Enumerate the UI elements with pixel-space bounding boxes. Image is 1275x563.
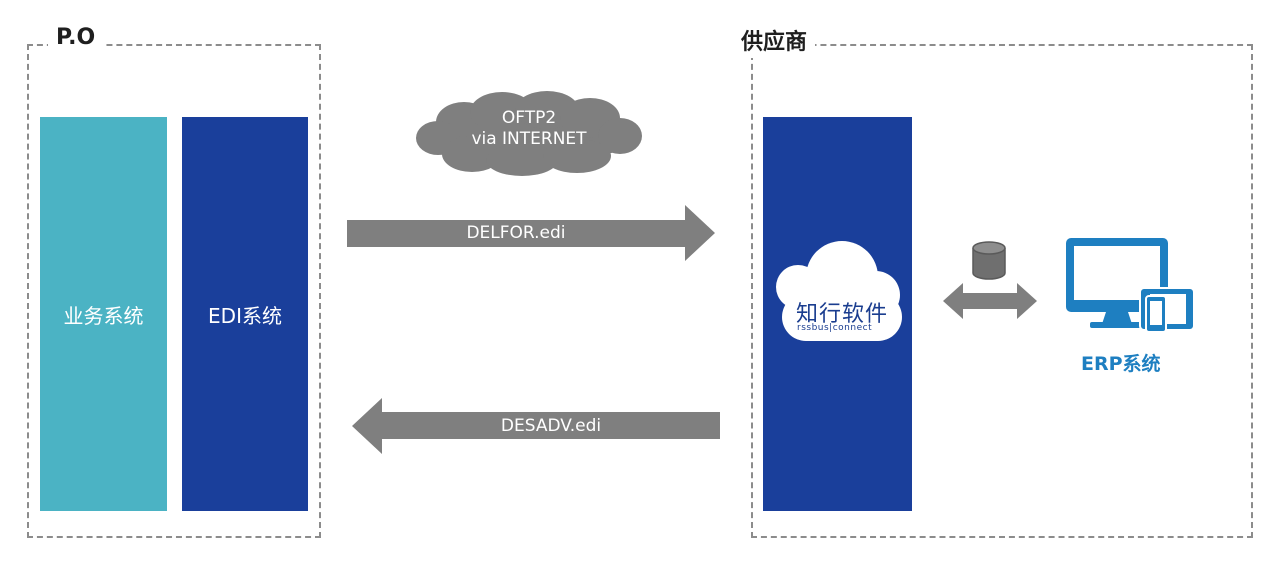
cloud-label-line1: OFTP2 xyxy=(501,108,557,128)
delfor-arrow-label: DELFOR.edi xyxy=(466,223,566,243)
cloud-label-line2: via INTERNET xyxy=(471,129,587,149)
edi-system-label: EDI系统 xyxy=(208,303,282,328)
cloud-icon xyxy=(416,91,642,176)
business-system-label: 业务系统 xyxy=(63,303,144,328)
devices-icon xyxy=(1066,238,1195,333)
desadv-arrow-label: DESADV.edi xyxy=(500,416,602,436)
brand-name-en: rssbus|connect xyxy=(797,323,873,333)
po-group-box xyxy=(27,44,321,538)
edi-system-block: EDI系统 xyxy=(182,117,308,511)
supplier-group-label: 供应商 xyxy=(733,28,816,58)
erp-label: ERP系统 xyxy=(1081,353,1161,375)
business-system-block: 业务系统 xyxy=(40,117,167,511)
cloud-logo-icon xyxy=(776,241,902,341)
po-group-label: P.O xyxy=(48,23,104,53)
desadv-arrow xyxy=(352,398,720,454)
cloud-label: OFTP2 via INTERNET xyxy=(412,108,646,150)
delfor-arrow xyxy=(347,205,715,261)
database-icon xyxy=(972,241,1006,280)
brand-name-cn: 知行软件 xyxy=(796,302,889,327)
supplier-group-box xyxy=(751,44,1253,538)
double-arrow-icon xyxy=(943,283,1037,319)
